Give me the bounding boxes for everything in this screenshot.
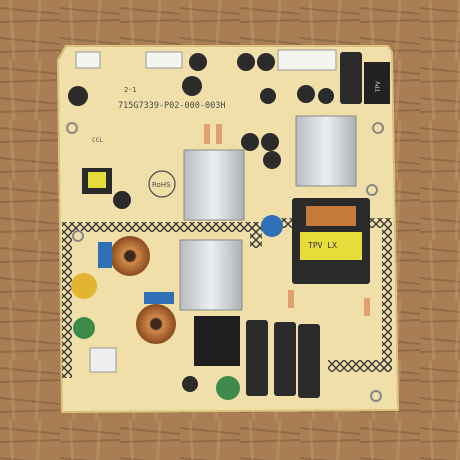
heatsinks	[179, 115, 357, 311]
standby-transformer-core	[88, 172, 106, 188]
silk-ccl: CCL	[92, 137, 103, 144]
main-transformer	[292, 198, 370, 284]
ceramic-capacitors	[71, 215, 283, 400]
rohs-mark-ring	[148, 170, 176, 198]
board-part-number: 715G7339-P02-000-003H	[118, 101, 225, 111]
label-sticker: TPV	[375, 81, 382, 92]
transformer-label: TPV LX	[308, 241, 337, 250]
electrolytic-capacitors	[68, 52, 362, 398]
chokes	[110, 236, 176, 344]
silk-revision: 2-1	[124, 86, 137, 94]
resistors	[204, 124, 370, 316]
top-connectors	[75, 49, 390, 104]
mounting-holes	[66, 122, 384, 402]
rohs-mark: RoHS	[152, 181, 171, 189]
bridge-rectifier	[194, 316, 240, 366]
